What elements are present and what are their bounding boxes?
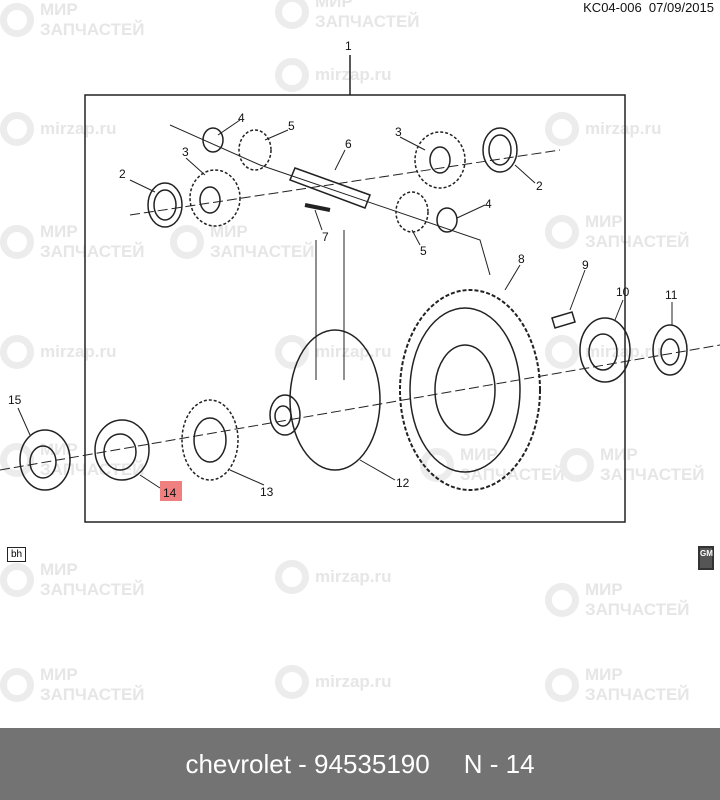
pinion-shaft xyxy=(289,167,371,209)
callout: 13 xyxy=(260,485,274,499)
pinion-washer xyxy=(202,127,224,153)
bearing-cup xyxy=(94,419,150,481)
pinion-washer xyxy=(436,207,458,233)
bh-badge: bh xyxy=(7,547,27,562)
assembly-frame xyxy=(84,94,626,523)
exploded-parts-diagram: 1 2 2 3 3 4 4 5 5 6 7 8 9 10 11 12 13 14… xyxy=(0,39,720,523)
footer-title: chevrolet - 94535190 xyxy=(185,748,430,779)
seal xyxy=(19,429,71,491)
callout: 3 xyxy=(395,125,402,139)
callout-highlight xyxy=(160,481,182,501)
ring-gear-bolt xyxy=(551,311,576,329)
bearing-cone xyxy=(181,399,239,481)
callout: 2 xyxy=(119,167,126,181)
callout: 7 xyxy=(322,230,329,244)
callout: 11 xyxy=(665,288,678,302)
watermark: mirzap.ru xyxy=(0,112,117,146)
differential-case xyxy=(289,329,381,471)
watermark: mirzap.ru xyxy=(275,335,392,369)
callout: 3 xyxy=(182,145,189,159)
diagram-header: KC04-006 07/09/2015 xyxy=(583,0,714,15)
lock-pin xyxy=(304,203,331,212)
watermark: mirzap.ru xyxy=(545,112,662,146)
callout: 8 xyxy=(518,252,525,266)
side-gear xyxy=(414,131,466,189)
ring-gear xyxy=(399,289,541,491)
side-gear xyxy=(189,169,241,227)
footer-bar: chevrolet - 94535190 N - 14 xyxy=(0,728,720,800)
watermark: mirzap.ru xyxy=(275,560,392,594)
watermark: mirzap.ru xyxy=(275,58,392,92)
callout: 4 xyxy=(485,197,492,211)
callout-highlighted: 14 xyxy=(163,486,177,500)
callout: 15 xyxy=(8,393,22,407)
callout: 12 xyxy=(396,476,410,490)
callout: 2 xyxy=(536,179,543,193)
callout: 9 xyxy=(582,258,589,272)
callout: 4 xyxy=(238,111,245,125)
watermark: mirzap.ru xyxy=(0,335,117,369)
callout: 10 xyxy=(616,285,630,299)
callout: 5 xyxy=(288,119,295,133)
thrust-washer xyxy=(482,127,518,173)
watermark: mirzap.ru xyxy=(275,665,392,699)
footer-number: N - 14 xyxy=(463,748,535,779)
pinion-gear xyxy=(238,129,272,171)
bearing xyxy=(579,317,631,383)
callout: 6 xyxy=(345,137,352,151)
callout: 5 xyxy=(420,244,427,258)
seal xyxy=(652,324,688,376)
callout: 1 xyxy=(345,39,352,53)
pinion-gear xyxy=(395,191,429,233)
watermark: mirzap.ru xyxy=(545,335,662,369)
gm-logo: GM xyxy=(698,546,714,570)
thrust-washer xyxy=(147,182,183,228)
